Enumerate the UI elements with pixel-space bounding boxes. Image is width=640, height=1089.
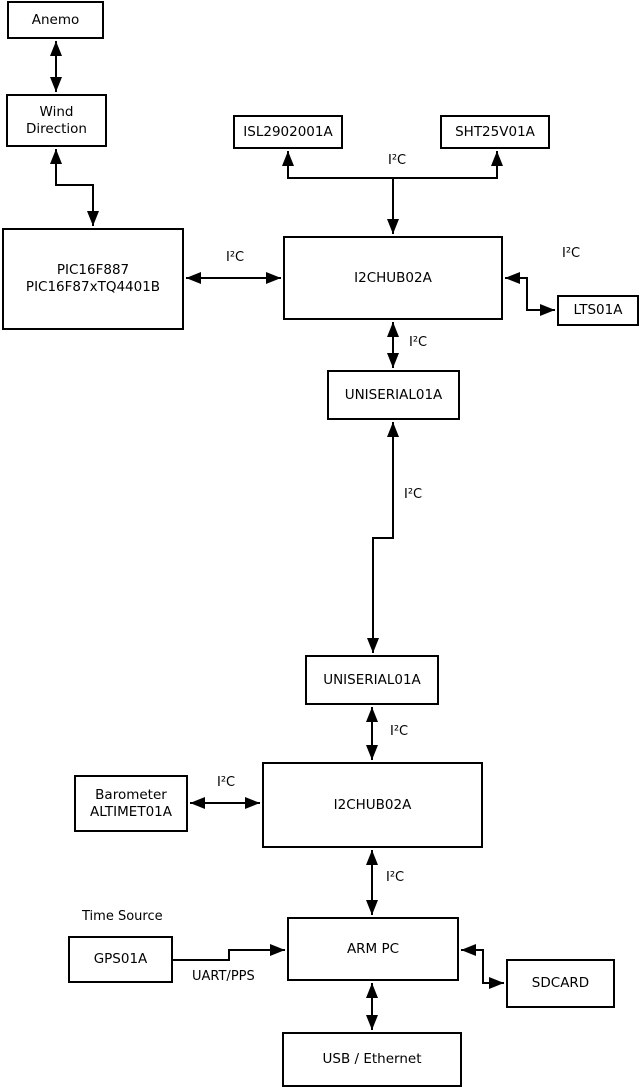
edge-label-i2c-uniserial-hub2: I²C: [390, 724, 409, 739]
box-uniserial-bottom: UNISERIAL01A: [305, 655, 439, 705]
box-label-line2: PIC16F87xTQ4401B: [25, 279, 161, 295]
box-label: LTS01A: [573, 302, 623, 319]
connector-gps-armpc: [173, 944, 285, 961]
box-label-line1: PIC16F887: [56, 262, 130, 279]
edge-label-i2c-hub2-armpc: I²C: [386, 870, 405, 885]
edge-label-i2c-hub1-uniserial: I²C: [409, 335, 428, 350]
box-label-line1: Barometer: [95, 786, 167, 803]
edge-label-i2c-uniserial-link: I²C: [404, 487, 423, 502]
connector-armpc-sdcard: [461, 944, 504, 989]
box-wind-direction: Wind Direction: [6, 94, 107, 147]
box-barometer: Barometer ALTIMET01A: [74, 775, 188, 832]
label-time-source: Time Source: [82, 909, 163, 924]
box-uniserial-top: UNISERIAL01A: [327, 370, 460, 420]
box-sdcard: SDCARD: [506, 959, 615, 1008]
box-label: USB / Ethernet: [322, 1051, 422, 1068]
box-usb-ethernet: USB / Ethernet: [282, 1032, 462, 1087]
connector-hub1-lts: [505, 272, 555, 316]
edge-label-i2c-hub-lts: I²C: [562, 246, 581, 261]
box-label: ARM PC: [346, 940, 400, 957]
box-sht-humidity-sensor: SHT25V01A: [440, 115, 550, 149]
box-anemometer: Anemo: [7, 1, 104, 39]
box-i2c-hub-top: I2CHUB02A: [283, 236, 503, 320]
box-label-line1: Wind: [39, 103, 74, 120]
box-arm-pc: ARM PC: [287, 917, 459, 981]
box-isl-light-sensor: ISL2902001A: [233, 115, 343, 149]
box-label: SDCARD: [531, 975, 590, 992]
connector-uniserial1-uniserial2: [367, 422, 399, 653]
connector-wind-pic: [50, 149, 99, 226]
edge-label-i2c-sensors: I²C: [388, 153, 407, 168]
box-label-line2: Direction: [26, 120, 87, 137]
box-i2c-hub-bottom: I2CHUB02A: [262, 762, 483, 848]
edge-label-uart-pps: UART/PPS: [192, 969, 255, 984]
box-label: SHT25V01A: [455, 123, 535, 140]
box-label: UNISERIAL01A: [344, 386, 443, 403]
box-pic-microcontroller: PIC16F887 PIC16F87xTQ4401B: [2, 228, 184, 330]
edge-label-i2c-pic-hub: I²C: [226, 250, 245, 265]
box-label: I2CHUB02A: [354, 269, 432, 286]
edge-label-i2c-barometer: I²C: [217, 775, 236, 790]
box-label: GPS01A: [93, 951, 148, 968]
box-lts-temp-sensor: LTS01A: [557, 295, 639, 326]
box-label-line2: ALTIMET01A: [90, 803, 172, 820]
box-label: Anemo: [31, 11, 80, 28]
connector-isl-sht-branch: [282, 151, 503, 179]
box-label: I2CHUB02A: [333, 796, 412, 813]
box-label: ISL2902001A: [243, 123, 333, 140]
box-gps: GPS01A: [68, 936, 173, 983]
box-label: UNISERIAL01A: [323, 671, 421, 688]
